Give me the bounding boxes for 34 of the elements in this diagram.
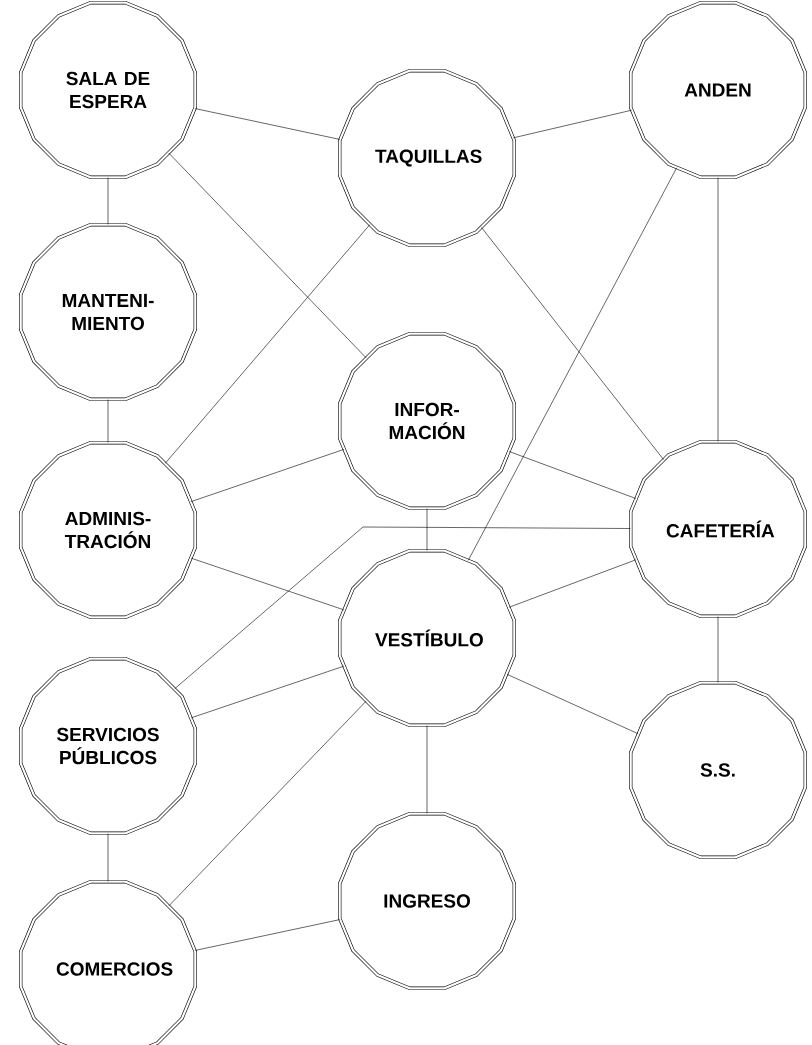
connector-line [513,109,632,139]
connector-line [467,167,678,561]
connector-line [168,152,367,359]
connector-line [174,526,631,690]
connector-line [107,833,109,882]
connector-line [190,449,345,502]
connector-line [717,616,719,683]
room-polygon: VESTÍBULO [338,549,516,727]
connector-line [194,108,341,140]
connector-line [107,177,109,225]
connector-line [508,451,637,499]
room-polygon: CAFETERÍA [629,440,807,618]
connector-line [194,919,341,951]
room-polygon: ANDEN [629,1,807,179]
room-polygon: SALA DE ESPERA [19,1,197,179]
connector-line [190,665,345,719]
connector-line [190,557,345,611]
connector-line [426,725,428,814]
room-polygon: MANTENI- MIENTO [19,223,197,401]
connector-line [717,177,719,442]
connector-line [168,700,367,907]
room-polygon: TAQUILLAS [338,69,516,247]
connector-line [508,559,637,608]
connector-line [506,673,639,735]
room-polygon: INGRESO [338,812,516,990]
connector-line [426,508,428,551]
room-polygon: ADMINIS- TRACIÓN [19,441,197,619]
connector-line [481,227,664,460]
room-polygon: INFOR- MACIÓN [338,332,516,510]
connector-line [107,399,109,443]
room-polygon: COMERCIOS [19,880,197,1045]
room-polygon: SERVICIOS PÚBLICOS [19,657,197,835]
connector-line [164,224,371,464]
room-polygon: S.S. [629,681,807,859]
